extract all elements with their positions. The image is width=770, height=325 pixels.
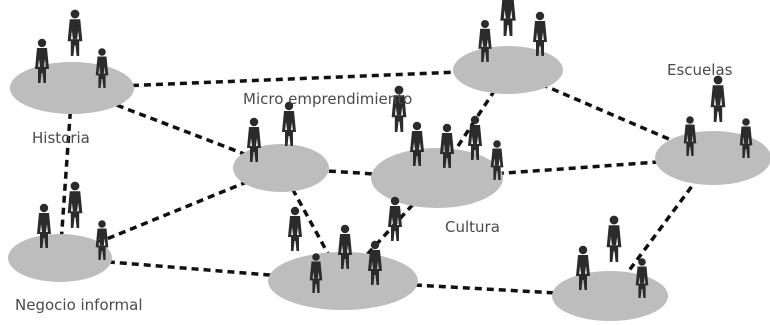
person-icon — [606, 215, 622, 262]
edge-historia-negocio — [58, 87, 74, 259]
node-cultura — [371, 148, 503, 208]
person-icon — [739, 118, 753, 158]
node-negocio — [8, 234, 112, 282]
node-micro — [453, 46, 563, 94]
edge-centro-abajo — [279, 167, 345, 282]
person-icon — [95, 48, 109, 88]
person-icon — [35, 38, 49, 83]
person-icon — [338, 224, 352, 269]
person-icon — [410, 121, 424, 166]
person-icon — [288, 206, 302, 251]
person-icon — [67, 9, 83, 56]
person-icon — [391, 85, 407, 132]
person-icon — [282, 101, 296, 146]
person-icon — [440, 123, 454, 168]
people-silhouettes — [35, 0, 753, 298]
person-icon — [710, 75, 726, 122]
person-icon — [95, 220, 109, 260]
label-micro-emprendimiento: Micro emprendimiento — [243, 90, 412, 108]
person-icon — [635, 258, 649, 298]
node-derecha-abajo — [552, 271, 668, 321]
label-historia: Historia — [32, 129, 90, 147]
person-icon — [247, 117, 261, 162]
person-icon — [683, 116, 697, 156]
label-escuelas: Escuelas — [667, 61, 733, 79]
person-icon — [490, 140, 504, 180]
person-icon — [478, 20, 492, 62]
person-icon — [309, 253, 323, 293]
label-cultura: Cultura — [445, 218, 500, 236]
edge-historia-micro — [71, 68, 509, 90]
person-icon — [533, 11, 547, 56]
person-icon — [468, 115, 482, 160]
person-icon — [576, 245, 590, 290]
person-icon — [368, 240, 382, 285]
edge-micro-cultura — [435, 69, 510, 179]
person-icon — [37, 203, 51, 248]
node-centro — [233, 144, 329, 192]
person-icon — [500, 0, 516, 36]
label-negocio-informal: Negocio informal — [15, 296, 143, 314]
network-nodes — [8, 46, 770, 321]
node-historia — [10, 62, 134, 114]
person-icon — [67, 181, 83, 228]
node-escuelas — [655, 131, 770, 185]
person-icon — [388, 196, 402, 241]
